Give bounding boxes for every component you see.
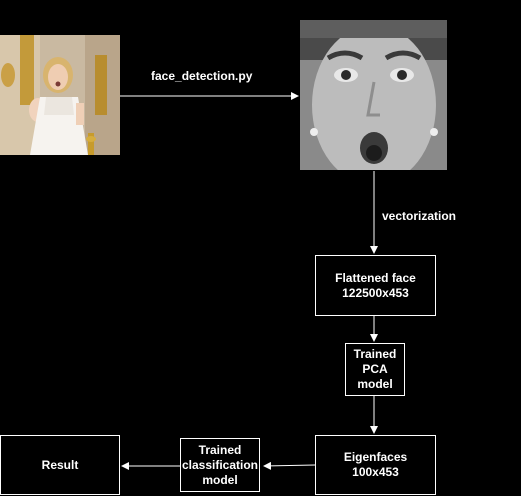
grayscale-face-illustration	[300, 20, 447, 170]
input-photo	[0, 35, 120, 155]
edge-label-vectorization: vectorization	[382, 209, 457, 223]
arrow-eigenfaces-to-classification	[263, 461, 316, 470]
node-eigenfaces: Eigenfaces 100x453	[315, 435, 436, 495]
node-result: Result	[0, 435, 120, 495]
node-flattened-face: Flattened face 122500x453	[315, 255, 436, 316]
edge-label-face-detection: face_detection.py	[151, 69, 253, 83]
node-trained-pca-model: Trained PCA model	[345, 343, 405, 396]
red-carpet-photo-illustration	[0, 35, 120, 155]
face-photo	[300, 20, 447, 170]
node-trained-classification-model: Trained classification model	[180, 438, 260, 492]
